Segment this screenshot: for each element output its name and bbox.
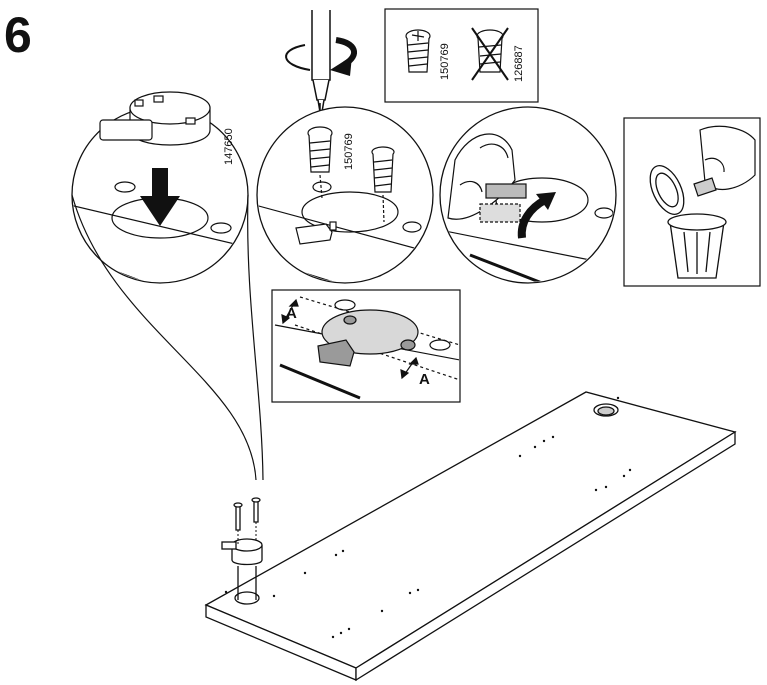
screw-icon: [233, 497, 261, 531]
cam-clip-icon: [317, 339, 355, 367]
detail-circle-fasten-screws: 150769: [256, 106, 434, 284]
dimension-label-a-top: A: [286, 305, 297, 322]
part-number-excluded: 126887: [513, 45, 525, 82]
pre-drilled-holes: [224, 396, 632, 639]
dimension-label-a-bottom: A: [419, 371, 430, 388]
screwdriver-icon: [311, 10, 331, 119]
cam-clip-icon: [295, 221, 337, 245]
part-number-screw-box: 150769: [439, 43, 451, 80]
cam-clip-icon: [479, 183, 527, 223]
screw-guide-lines: [237, 522, 257, 545]
dimension-arrow-icon: [281, 298, 419, 380]
screw-icon: [307, 126, 333, 199]
detail-circle-remove-clip: [439, 106, 617, 284]
step-number: 6: [4, 7, 32, 63]
part-number-cam-lock: 147650: [223, 128, 235, 165]
rotation-arrow-icon: [285, 37, 357, 76]
discard-box: [623, 117, 761, 287]
detail-circle-insert-cam: 147650: [71, 91, 264, 481]
trash-can-icon: [649, 165, 727, 279]
part-number-screw: 150769: [343, 133, 355, 170]
cam-lock-fitting-icon: [221, 538, 263, 600]
cam-clip-icon: [693, 177, 717, 197]
down-arrow-icon: [140, 168, 180, 226]
panel-board: [204, 391, 737, 682]
screw-icon: [371, 146, 395, 223]
curved-arrow-icon: [517, 192, 556, 239]
cross-out-icon: [471, 27, 509, 81]
screw-icon: [405, 29, 431, 73]
parts-box: 150769 126887: [384, 8, 539, 103]
cam-lock-fitting-icon: [99, 91, 211, 146]
dimension-box: A A: [271, 289, 461, 403]
